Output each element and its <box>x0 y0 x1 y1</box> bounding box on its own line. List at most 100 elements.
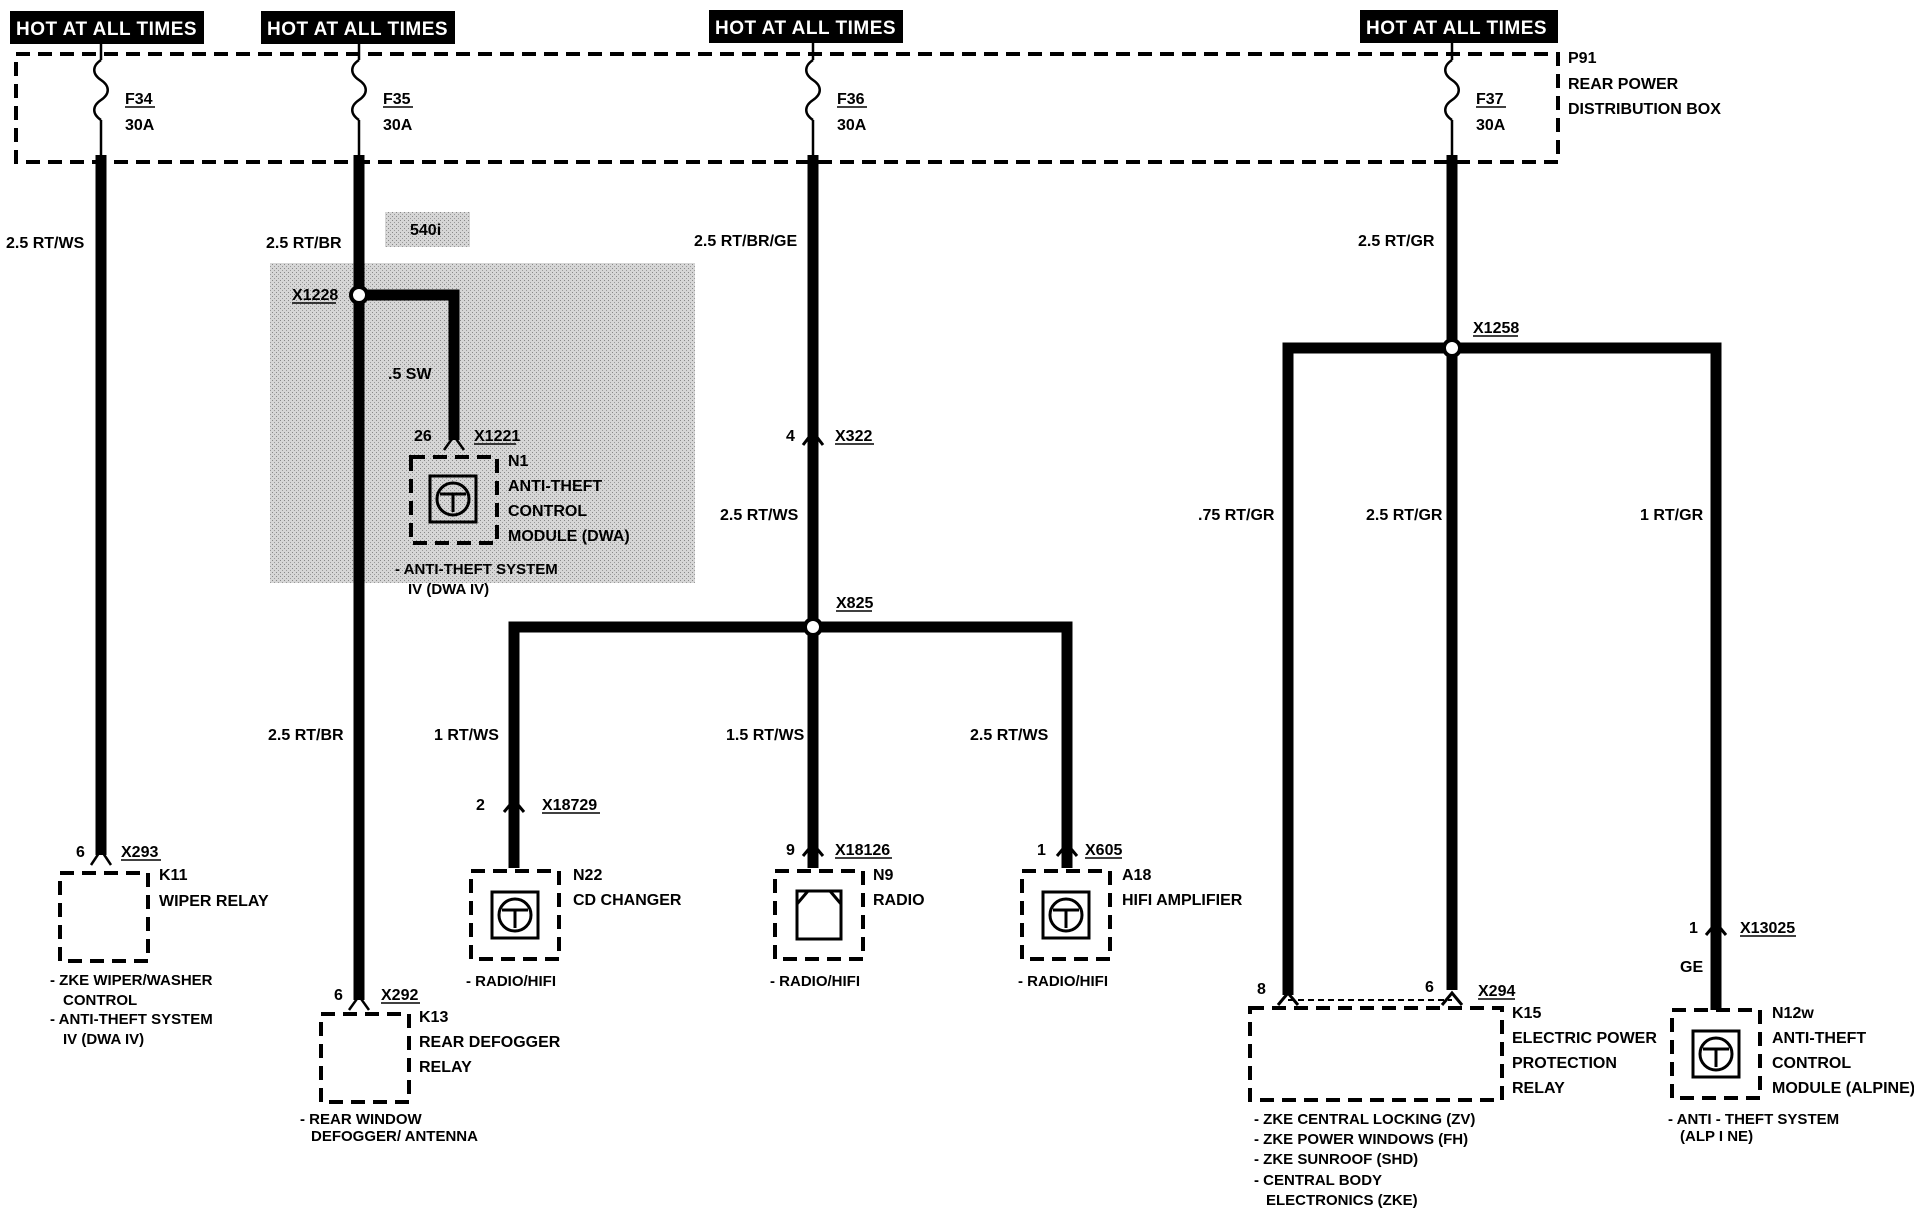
a18-module-icon <box>1041 890 1091 940</box>
k11-wiper-relay <box>58 871 150 963</box>
n9-radio-icon <box>795 889 843 941</box>
rear-power-distribution-box <box>14 52 1560 164</box>
x18729-id: X18729 <box>542 797 597 814</box>
x294-pin-a: 8 <box>1257 981 1266 998</box>
k11-name: WIPER RELAY <box>159 893 269 910</box>
wire-label-4c: 2.5 RT/GR <box>1366 507 1443 524</box>
x293-pin: 6 <box>76 844 85 861</box>
x1221-pin: 26 <box>414 428 432 445</box>
distribution-box-name-1: REAR POWER <box>1568 76 1679 93</box>
wire-x825-bus <box>508 621 1073 850</box>
wire-label-3b: 2.5 RT/WS <box>720 507 799 524</box>
x294-id: X294 <box>1478 983 1515 1000</box>
k13-note-1: - REAR WINDOW <box>300 1111 422 1128</box>
n22-name: CD CHANGER <box>573 892 682 909</box>
k11-note-2: CONTROL <box>63 992 137 1009</box>
fuse-f36 <box>805 43 821 160</box>
wire-to-n1 <box>359 289 460 440</box>
n9-name: RADIO <box>873 892 925 909</box>
k13-name-1: REAR DEFOGGER <box>419 1034 561 1051</box>
x18126-id: X18126 <box>835 842 890 859</box>
wire-label-2b: 2.5 RT/BR <box>268 727 344 744</box>
splice-x1228-label: X1228 <box>292 287 338 304</box>
x13025-pin: 1 <box>1689 920 1698 937</box>
wire-label-4e: GE <box>1680 959 1703 976</box>
splice-x1258 <box>1442 338 1462 358</box>
x1221-id: X1221 <box>474 428 520 445</box>
k15-name-2: PROTECTION <box>1512 1055 1617 1072</box>
splice-x825-label: X825 <box>836 595 873 612</box>
n1-name-2: CONTROL <box>508 503 587 520</box>
n22-module-icon <box>490 890 540 940</box>
n12w-name-2: CONTROL <box>1772 1055 1851 1072</box>
k15-note-1: - ZKE CENTRAL LOCKING (ZV) <box>1254 1111 1475 1128</box>
k11-id: K11 <box>159 867 188 884</box>
wire-label-3e: 2.5 RT/WS <box>970 727 1049 744</box>
splice-x1258-label: X1258 <box>1473 320 1519 337</box>
n12w-name-3: MODULE (ALPINE) <box>1772 1080 1914 1097</box>
n1-module-icon <box>428 474 478 524</box>
a18-id: A18 <box>1122 867 1151 884</box>
distribution-box-id: P91 <box>1568 50 1597 67</box>
n9-id: N9 <box>873 867 894 884</box>
k15-id: K15 <box>1512 1005 1541 1022</box>
option-shaded-area <box>270 212 695 583</box>
x605-id: X605 <box>1085 842 1122 859</box>
wire-label-4d: 1 RT/GR <box>1640 507 1704 524</box>
x292-pin: 6 <box>334 987 343 1004</box>
a18-note: - RADIO/HIFI <box>1018 973 1108 990</box>
k11-note-1: - ZKE WIPER/WASHER <box>50 972 213 989</box>
k15-power-protection-relay <box>1248 1006 1504 1102</box>
n9-note: - RADIO/HIFI <box>770 973 860 990</box>
wire-label-4a: 2.5 RT/GR <box>1358 233 1435 250</box>
splice-x1228 <box>349 285 369 305</box>
x292-id: X292 <box>381 987 418 1004</box>
fuse-f36-id: F36 <box>837 91 865 108</box>
k13-id: K13 <box>419 1009 448 1026</box>
svg-text:HOT AT ALL TIMES: HOT AT ALL TIMES <box>267 19 448 40</box>
svg-text:HOT AT ALL TIMES: HOT AT ALL TIMES <box>1366 18 1547 39</box>
n12w-name-1: ANTI-THEFT <box>1772 1030 1866 1047</box>
svg-text:HOT AT ALL TIMES: HOT AT ALL TIMES <box>16 19 197 40</box>
k15-note-5: ELECTRONICS (ZKE) <box>1266 1192 1418 1209</box>
x322-pin: 4 <box>786 428 795 445</box>
a18-name: HIFI AMPLIFIER <box>1122 892 1243 909</box>
hot-label-2: HOT AT ALL TIMES <box>261 11 455 44</box>
n22-id: N22 <box>573 867 602 884</box>
wire-label-sw: .5 SW <box>388 366 432 383</box>
fuse-f34-id: F34 <box>125 91 153 108</box>
hot-label-1: HOT AT ALL TIMES <box>10 11 204 44</box>
k11-note-3: - ANTI-THEFT SYSTEM <box>50 1011 213 1028</box>
wire-x1258-bus <box>1282 342 1722 1010</box>
fuse-f35-rating: 30A <box>383 117 413 134</box>
k15-note-3: - ZKE SUNROOF (SHD) <box>1254 1151 1418 1168</box>
wire-label-1: 2.5 RT/WS <box>6 235 85 252</box>
k15-name-3: RELAY <box>1512 1080 1565 1097</box>
a18-hifi-amplifier <box>1020 869 1112 961</box>
x13025-id: X13025 <box>1740 920 1795 937</box>
x322-id: X322 <box>835 428 872 445</box>
option-tag: 540i <box>410 222 441 239</box>
x605-pin: 1 <box>1037 842 1046 859</box>
k15-note-2: - ZKE POWER WINDOWS (FH) <box>1254 1131 1468 1148</box>
fuse-f37-id: F37 <box>1476 91 1504 108</box>
x18729-pin: 2 <box>476 797 485 814</box>
wire-label-3d: 1.5 RT/WS <box>726 727 805 744</box>
svg-text:HOT AT ALL TIMES: HOT AT ALL TIMES <box>715 18 896 39</box>
fuse-f34-rating: 30A <box>125 117 155 134</box>
fuse-f35-id: F35 <box>383 91 411 108</box>
fuse-f35 <box>351 44 367 160</box>
fuse-f34 <box>93 44 109 160</box>
x294-pin-b: 6 <box>1425 979 1434 996</box>
wire-label-3c: 1 RT/WS <box>434 727 499 744</box>
k13-note-2: DEFOGGER/ ANTENNA <box>311 1128 478 1145</box>
k11-note-4: IV (DWA IV) <box>63 1031 144 1048</box>
n1-id: N1 <box>508 453 529 470</box>
distribution-box-name-2: DISTRIBUTION BOX <box>1568 101 1721 118</box>
n12w-module-icon <box>1691 1029 1741 1079</box>
n12w-anti-theft-module-alpine <box>1670 1008 1762 1100</box>
k13-rear-defogger-relay <box>319 1012 411 1104</box>
wire-label-3a: 2.5 RT/BR/GE <box>694 233 797 250</box>
fuse-f37 <box>1444 43 1460 160</box>
n1-note-1: - ANTI-THEFT SYSTEM <box>395 561 558 578</box>
